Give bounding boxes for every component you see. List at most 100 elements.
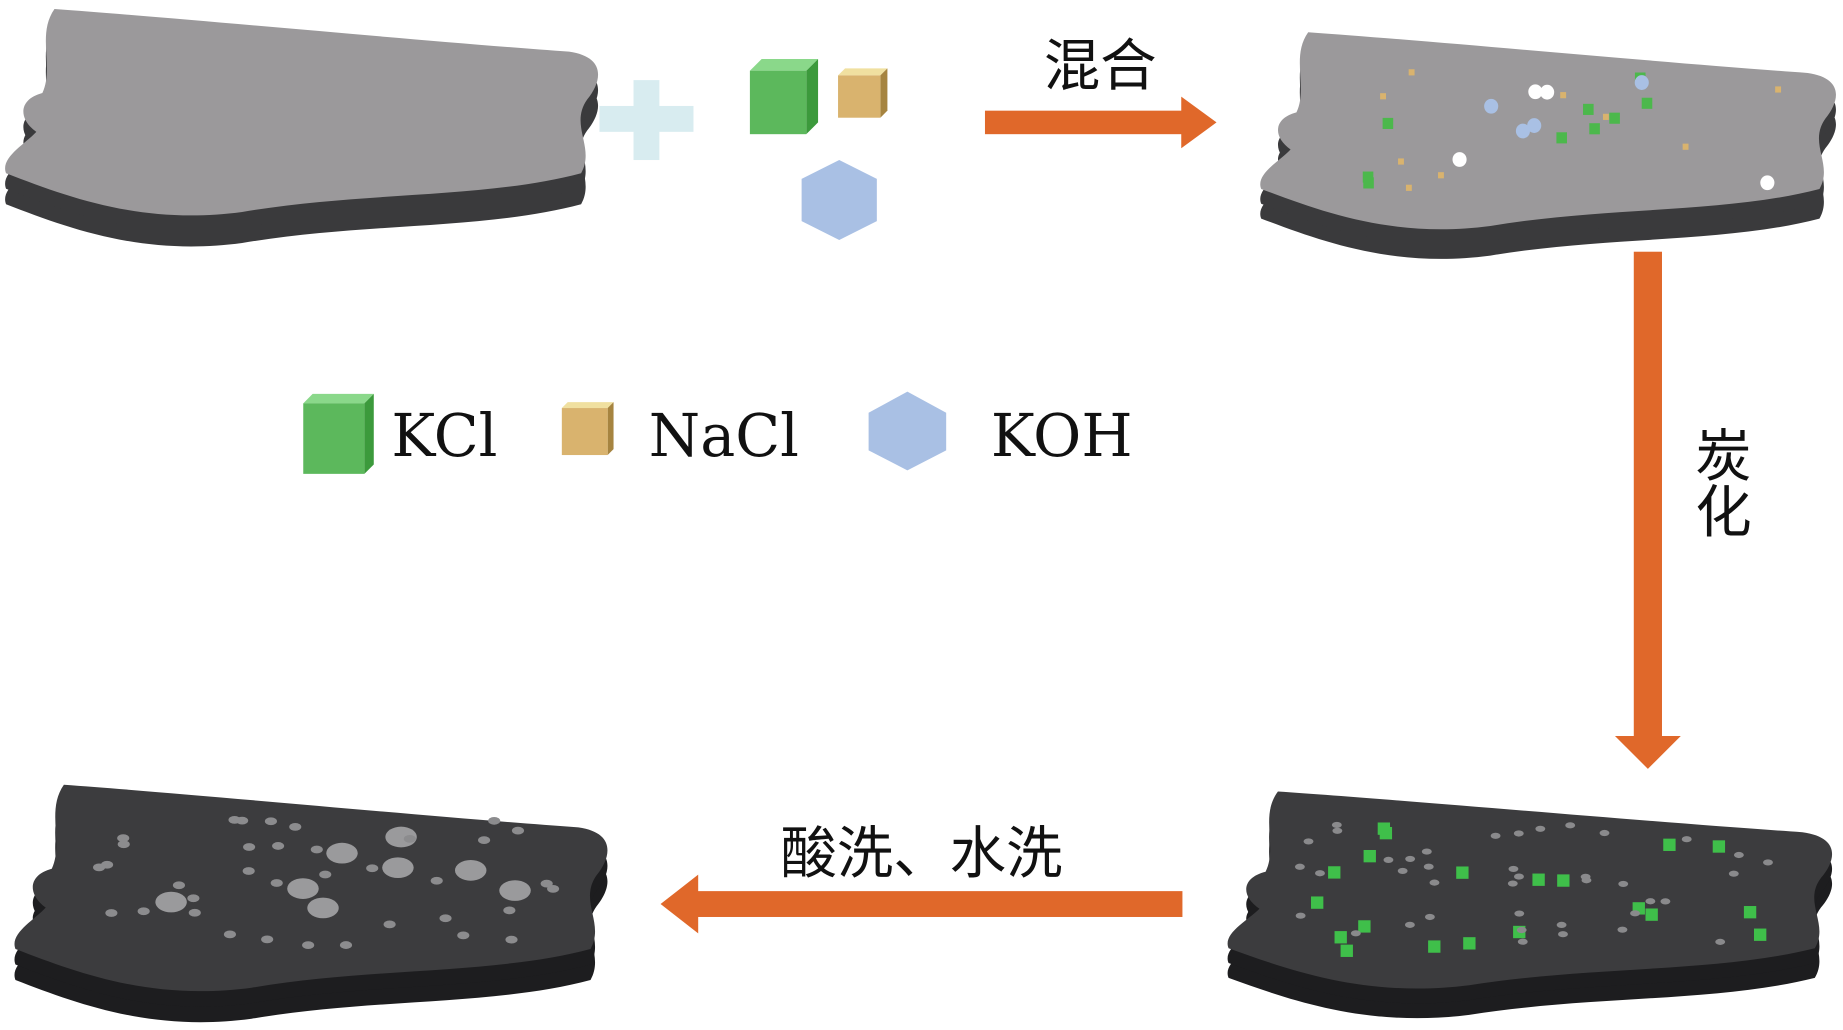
pore — [1350, 930, 1361, 937]
nacl-cube-icon — [838, 68, 888, 118]
nacl-particle — [1682, 143, 1689, 150]
kcl-particle — [1712, 840, 1726, 853]
porous-carbon-slab — [14, 784, 608, 1023]
pore — [1429, 879, 1440, 886]
pore — [1630, 910, 1640, 917]
pore — [270, 879, 283, 887]
kcl-particle — [1589, 123, 1600, 135]
pore — [1565, 822, 1576, 829]
kcl-particle — [1663, 838, 1676, 851]
koh-particle — [1760, 175, 1775, 191]
pore — [439, 914, 452, 923]
kcl-particle — [1753, 928, 1767, 941]
pore — [223, 930, 236, 939]
kcl-particle — [1377, 822, 1391, 835]
koh-particle — [1452, 152, 1467, 167]
pore — [1294, 863, 1305, 870]
pore — [1728, 870, 1739, 877]
kcl-particle — [1328, 866, 1341, 879]
pore — [155, 891, 187, 913]
pore — [1507, 880, 1518, 887]
koh-particle — [1484, 98, 1499, 114]
pore — [137, 907, 150, 916]
carbonized-slab — [1227, 791, 1833, 1019]
pore — [307, 897, 339, 919]
kcl-particle — [1340, 944, 1353, 957]
pore — [188, 908, 201, 917]
koh-particle — [1540, 84, 1555, 100]
kcl-particle — [1641, 97, 1653, 109]
kcl-particle — [1363, 177, 1374, 189]
pore — [1315, 870, 1325, 877]
wash-arrow-icon — [660, 874, 1183, 934]
pore — [1516, 926, 1527, 934]
pore — [478, 836, 491, 845]
kcl-particle — [1645, 908, 1658, 921]
pore — [1599, 829, 1610, 837]
pore — [547, 884, 560, 893]
pore — [1514, 873, 1524, 880]
pore — [1715, 938, 1726, 945]
kcl-particle — [1556, 132, 1567, 144]
pore — [457, 931, 470, 940]
pore — [272, 842, 285, 850]
carbonize-arrow-icon — [1614, 251, 1681, 769]
nacl-particle — [1602, 113, 1609, 120]
kcl-particle — [1334, 931, 1347, 944]
pore — [1405, 855, 1416, 862]
pore — [1421, 848, 1432, 855]
pore — [117, 840, 130, 849]
kcl-particle — [1311, 896, 1324, 909]
koh-particle — [1515, 123, 1530, 139]
pore — [261, 935, 274, 944]
legend-nacl-label: NaCl — [649, 401, 799, 470]
legend-nacl-icon — [561, 402, 614, 456]
pore — [454, 860, 487, 881]
slab-top — [5, 8, 599, 216]
pore — [1733, 851, 1744, 859]
legend-kcl-icon — [303, 393, 374, 474]
mix-arrow-icon — [984, 96, 1217, 149]
pore — [326, 842, 358, 864]
kcl-particle — [1428, 940, 1441, 953]
nacl-particle — [1560, 92, 1567, 99]
koh-particle — [1634, 75, 1649, 90]
kcl-particle — [1609, 112, 1620, 124]
nacl-particle — [1775, 86, 1782, 93]
pore — [1681, 836, 1692, 843]
pore — [1332, 827, 1343, 834]
pore — [1660, 898, 1671, 905]
legend-koh-icon — [868, 391, 947, 471]
kcl-particle — [1743, 906, 1757, 919]
kcl-cube-icon — [749, 58, 819, 135]
pore — [1618, 880, 1629, 888]
pore — [1581, 877, 1592, 884]
nacl-particle — [1398, 158, 1404, 165]
pore — [236, 816, 249, 825]
pore — [488, 816, 501, 825]
plus-icon — [599, 80, 694, 161]
kcl-particle — [1557, 874, 1570, 887]
pore — [1404, 921, 1415, 928]
pore — [511, 826, 525, 835]
pore — [1508, 865, 1519, 872]
pore — [1303, 838, 1314, 845]
kcl-particle — [1583, 103, 1594, 115]
nacl-particle — [1380, 93, 1386, 100]
pore — [1645, 898, 1656, 905]
pore — [289, 822, 302, 831]
pore — [403, 834, 416, 843]
kcl-particle — [1362, 171, 1374, 183]
nacl-particle — [1438, 172, 1444, 179]
pore — [187, 894, 200, 903]
pore — [1514, 910, 1525, 917]
pore — [1424, 913, 1435, 921]
nacl-particle — [1408, 69, 1415, 76]
pore — [382, 857, 414, 879]
pore — [1490, 832, 1501, 839]
pore — [505, 935, 518, 944]
pore — [310, 845, 323, 854]
pore — [1331, 821, 1342, 829]
pore — [302, 941, 315, 950]
